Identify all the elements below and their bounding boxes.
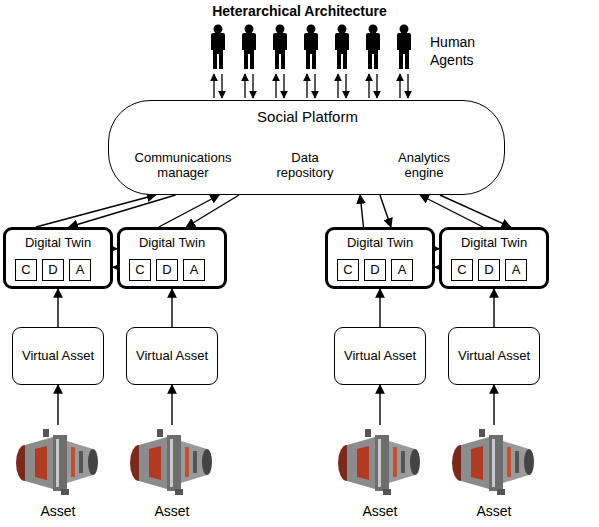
turbine-illustration (335, 425, 425, 497)
turbine-illustration (13, 425, 103, 497)
connector-arrow (171, 385, 172, 425)
down-arrow (252, 74, 253, 98)
node-title: Digital Twin (120, 230, 224, 251)
virtual-asset-box: Virtual Asset (334, 327, 426, 385)
function-box: C (337, 259, 359, 281)
down-arrow (283, 74, 284, 98)
node-title: Virtual Asset (454, 349, 534, 364)
virtual-asset-box: Virtual Asset (126, 327, 218, 385)
node-title: Virtual Asset (18, 349, 98, 364)
person-icon (273, 25, 287, 70)
function-box: A (391, 259, 413, 281)
function-box: A (505, 259, 527, 281)
node-title: C (457, 263, 466, 278)
virtual-asset-box: Virtual Asset (448, 327, 540, 385)
up-arrow (399, 74, 400, 98)
node-title: D (48, 263, 57, 278)
node-title: D (484, 263, 493, 278)
person-icons (211, 25, 411, 70)
up-arrow (213, 74, 214, 98)
digital-twin-box: Digital TwinC D A (325, 227, 435, 289)
node-title: C (135, 263, 144, 278)
asset-node: Asset (335, 425, 425, 525)
function-box: A (69, 259, 91, 281)
connector-arrow (171, 289, 172, 327)
connector-arrow (493, 385, 494, 425)
node-title: Virtual Asset (340, 349, 420, 364)
connector-arrow (379, 289, 380, 327)
digital-twin-box: Digital TwinC D A (3, 227, 113, 289)
connector-arrow (380, 195, 391, 227)
node-title: Asset (449, 503, 539, 519)
down-arrow (314, 74, 315, 98)
digital-twin-box: Digital TwinC D A (439, 227, 549, 289)
turbine-illustration (449, 425, 539, 497)
agent-arrows (214, 74, 408, 98)
node-item: Data repository (267, 151, 343, 181)
person-icon (397, 25, 411, 70)
connector-arrow (493, 289, 494, 327)
node-title: Digital Twin (6, 230, 110, 251)
person-icon (366, 25, 380, 70)
connector-arrow (440, 195, 511, 227)
connector-arrow (379, 385, 380, 425)
node-item: Analytics engine (384, 151, 464, 181)
node-title: Digital Twin (328, 230, 432, 251)
node-title: A (398, 263, 407, 278)
node-title: Asset (335, 503, 425, 519)
down-arrow (407, 74, 408, 98)
virtual-asset-box: Virtual Asset (12, 327, 104, 385)
function-box: C (15, 259, 37, 281)
diagram-title: Heterarchical Architecture (0, 3, 599, 19)
asset-node: Asset (127, 425, 217, 525)
node-title: A (76, 263, 85, 278)
node-title: Virtual Asset (132, 349, 212, 364)
person-icon (335, 25, 349, 70)
person-icon (242, 25, 256, 70)
node-title: A (512, 263, 521, 278)
up-arrow (275, 74, 276, 98)
up-arrow (244, 74, 245, 98)
person-icon (211, 25, 225, 70)
function-box: C (129, 259, 151, 281)
up-arrow (306, 74, 307, 98)
function-box: C (451, 259, 473, 281)
node-title: C (21, 263, 30, 278)
node-item: Communications manager (129, 151, 237, 181)
node-title: Digital Twin (442, 230, 546, 251)
digital-twin-box: Digital TwinC D A (117, 227, 227, 289)
platform-box: Social PlatformCommunications manager Dat… (108, 100, 505, 195)
person-icon (304, 25, 318, 70)
function-box: D (478, 259, 500, 281)
connector-arrow (360, 195, 363, 227)
down-arrow (376, 74, 377, 98)
asset-node: Asset (449, 425, 539, 525)
node-title: A (190, 263, 199, 278)
node-title: D (162, 263, 171, 278)
function-box: D (156, 259, 178, 281)
connector-arrow (57, 385, 58, 425)
connector-arrow (36, 195, 156, 227)
up-arrow (368, 74, 369, 98)
node-title: Asset (127, 503, 217, 519)
connector-arrow (69, 195, 175, 227)
connector-arrow (159, 195, 219, 227)
node-title: D (370, 263, 379, 278)
group-label: Human Agents (430, 34, 500, 69)
function-box: D (364, 259, 386, 281)
node-title: C (343, 263, 352, 278)
node-title: Asset (13, 503, 103, 519)
down-arrow (345, 74, 346, 98)
up-arrow (337, 74, 338, 98)
down-arrow (221, 74, 222, 98)
node-title: Social Platform (109, 108, 506, 125)
asset-node: Asset (13, 425, 103, 525)
connector-arrow (186, 195, 239, 227)
turbine-illustration (127, 425, 217, 497)
connector-arrow (57, 289, 58, 327)
function-box: A (183, 259, 205, 281)
function-box: D (42, 259, 64, 281)
